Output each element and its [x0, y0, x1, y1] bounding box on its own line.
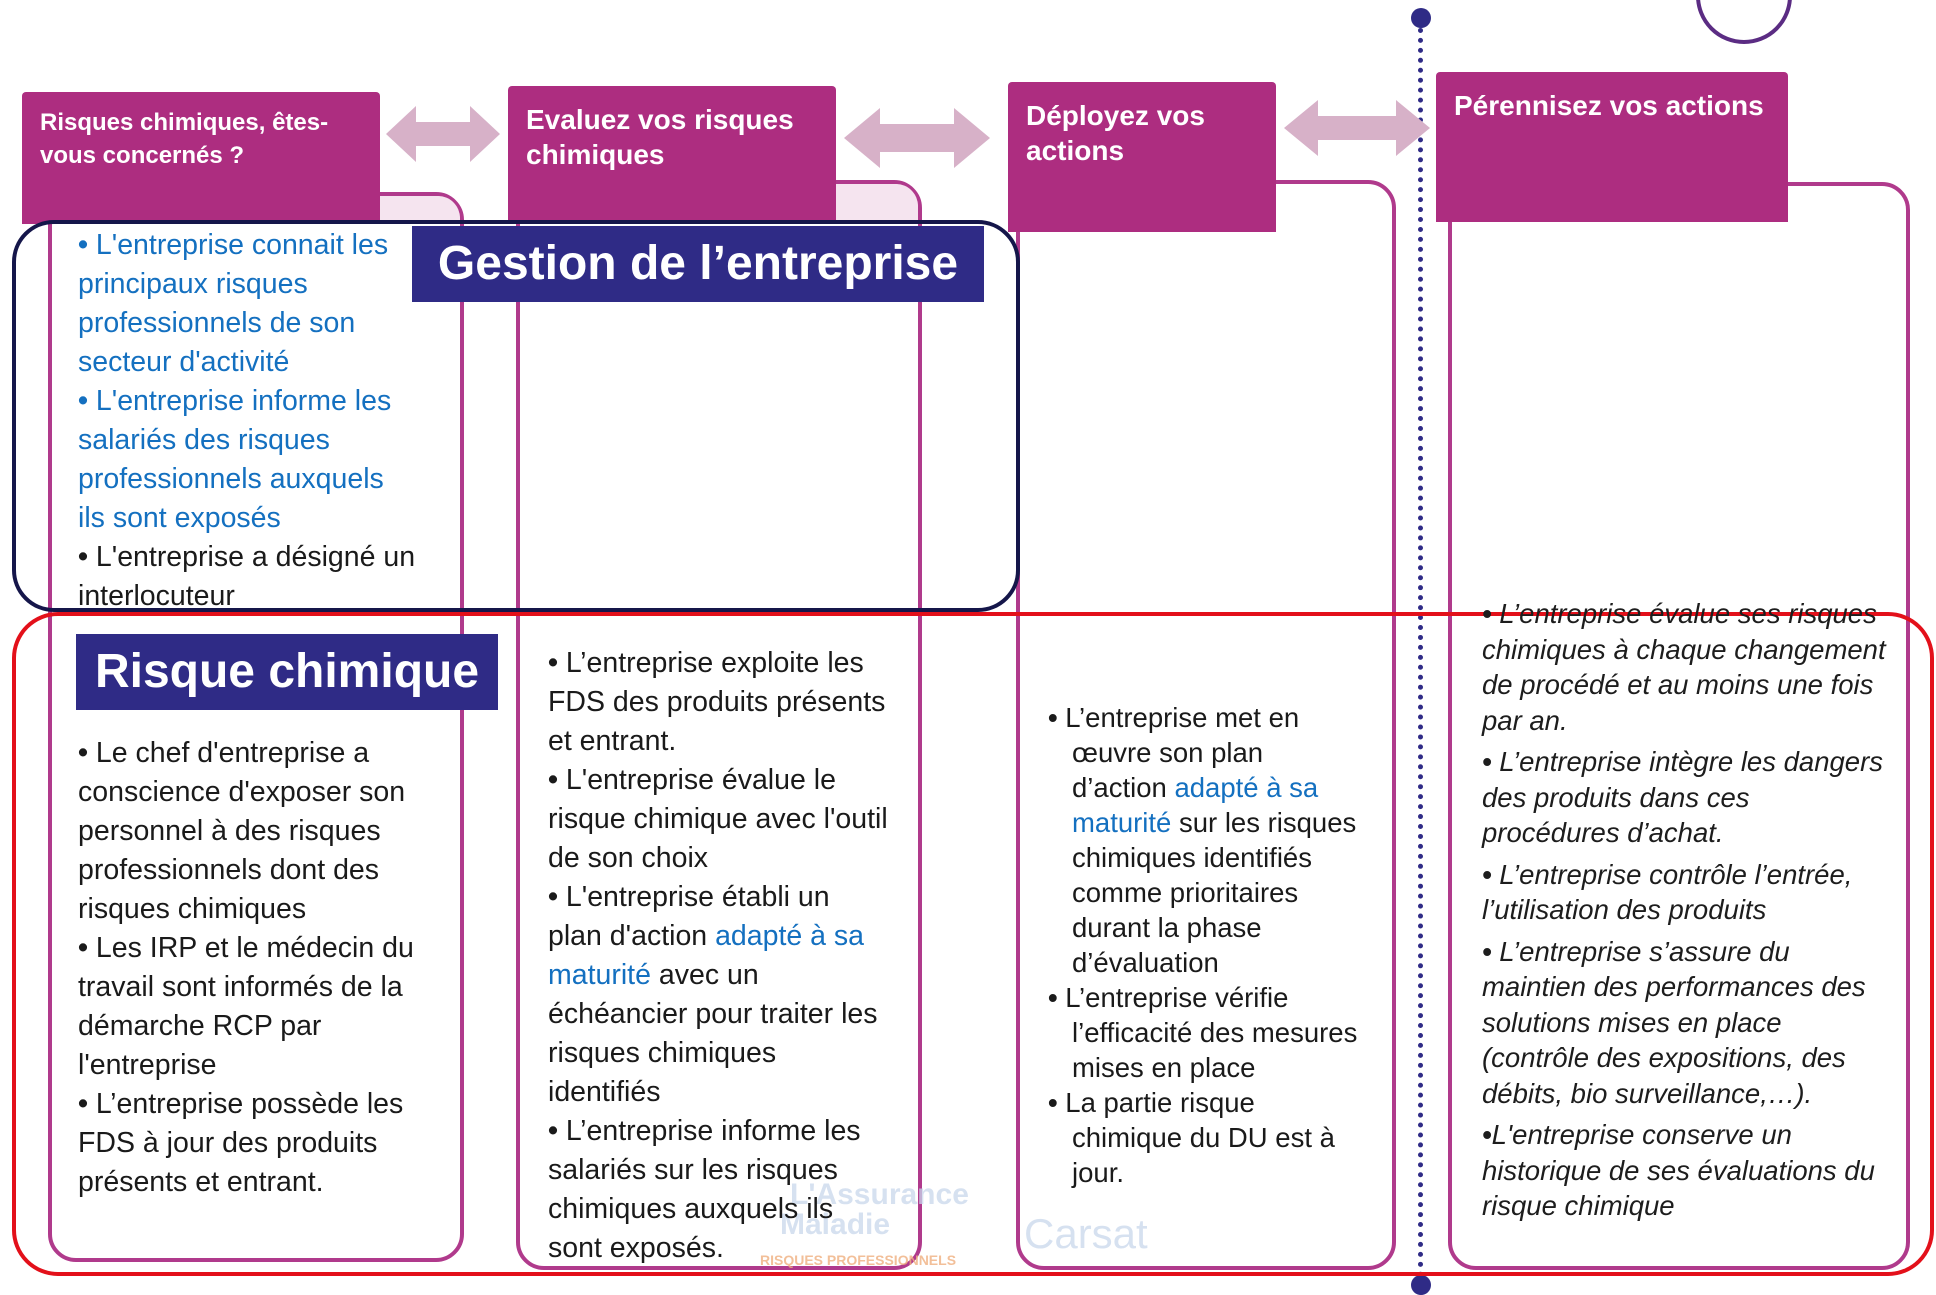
gestion-item-1: • L'entreprise connait les principaux ri…	[78, 229, 389, 378]
divider-bottom-dot	[1411, 1275, 1431, 1295]
step-title-4: Pérennisez vos actions	[1454, 90, 1764, 121]
step-title-3: Déployez vos actions	[1026, 100, 1205, 166]
col2-item-4: • L’entreprise informe les salariés sur …	[548, 1115, 861, 1264]
watermark-line-1: L'Assurance	[790, 1178, 969, 1211]
gestion-item-3: • L'entreprise a désigné un interlocuteu…	[78, 541, 416, 612]
double-arrow-3-4-icon	[1284, 100, 1430, 156]
divider-top-dot	[1411, 8, 1431, 28]
risque-band-text: Risque chimique	[94, 645, 480, 698]
risque-band-label: Risque chimique	[76, 634, 498, 710]
gestion-band-label: Gestion de l’entreprise	[412, 226, 984, 302]
col2-item-1: • L’entreprise exploite les FDS des prod…	[548, 647, 886, 757]
double-arrow-1-2-icon	[386, 106, 500, 162]
col4-risk-items: • L’entreprise évalue ses risques chimiq…	[1482, 596, 1888, 1224]
col2-item-3: • L'entreprise établi un plan d'action a…	[548, 881, 878, 1108]
col2-maturity-link: adapté à sa maturité	[548, 920, 865, 991]
step-header-2: Evaluez vos risques chimiques	[508, 86, 836, 224]
step-header-4: Pérennisez vos actions	[1436, 72, 1788, 222]
col3-maturity-link: adapté à sa maturité	[1072, 772, 1319, 838]
bullet-glyph: •	[78, 229, 88, 261]
col4-item-3: • L’entreprise contrôle l’entrée, l’util…	[1482, 858, 1853, 926]
gestion-zone-outline	[12, 220, 1020, 612]
col2-risk-items: • L’entreprise exploite les FDS des prod…	[548, 644, 888, 1268]
col3-risk-items: • L’entreprise met en œuvre son plan d’a…	[1048, 700, 1360, 1190]
gestion-items: • L'entreprise connait les principaux ri…	[78, 226, 418, 616]
step-header-3: Déployez vos actions	[1008, 82, 1276, 232]
bullet-glyph: •	[78, 385, 88, 417]
step-header-1: Risques chimiques, êtes-vous concernés ?	[22, 92, 380, 224]
watermark-line-3: RISQUES PROFESSIONNELS	[760, 1252, 957, 1268]
col4-item-2: • L’entreprise intègre les dangers des p…	[1482, 746, 1883, 848]
col4-item-4: • L’entreprise s’assure du maintien des …	[1482, 935, 1866, 1109]
double-arrow-2-3-icon	[844, 108, 990, 168]
vertical-divider-line	[1418, 18, 1423, 1288]
step-title-2: Evaluez vos risques chimiques	[526, 104, 794, 170]
col4-item-5: •L'entreprise conserve un historique de …	[1482, 1119, 1875, 1221]
step-title-1: Risques chimiques, êtes-vous concernés ?	[40, 109, 329, 169]
watermark-line-4: Carsat	[1024, 1210, 1148, 1257]
gestion-item-2: • L'entreprise informe les salariés des …	[78, 385, 392, 534]
watermark-logo: L'Assurance Maladie RISQUES PROFESSIONNE…	[760, 1172, 1180, 1272]
watermark-line-2: Maladie	[780, 1208, 891, 1241]
col3-item-1: • L’entreprise met en œuvre son plan d’a…	[1048, 702, 1357, 978]
bullet-glyph: •	[78, 541, 88, 573]
gestion-band-text: Gestion de l’entreprise	[437, 237, 959, 290]
col1-risk-items: • Le chef d'entreprise a conscience d'ex…	[78, 734, 424, 1202]
col1-item-2: • Les IRP et le médecin du travail sont …	[78, 932, 414, 1081]
col4-item-1: • L’entreprise évalue ses risques chimiq…	[1482, 598, 1886, 736]
corner-circle-decoration	[1696, 0, 1792, 44]
col1-item-1: • Le chef d'entreprise a conscience d'ex…	[78, 737, 406, 925]
col3-item-2: • L’entreprise vérifie l’efficacité des …	[1048, 982, 1358, 1083]
col3-item-3: • La partie risque chimique du DU est à …	[1048, 1087, 1335, 1188]
risque-zone-outline	[12, 612, 1934, 1276]
col1-item-3: • L’entreprise possède les FDS à jour de…	[78, 1088, 404, 1198]
col2-item-2: • L'entreprise évalue le risque chimique…	[548, 764, 888, 874]
